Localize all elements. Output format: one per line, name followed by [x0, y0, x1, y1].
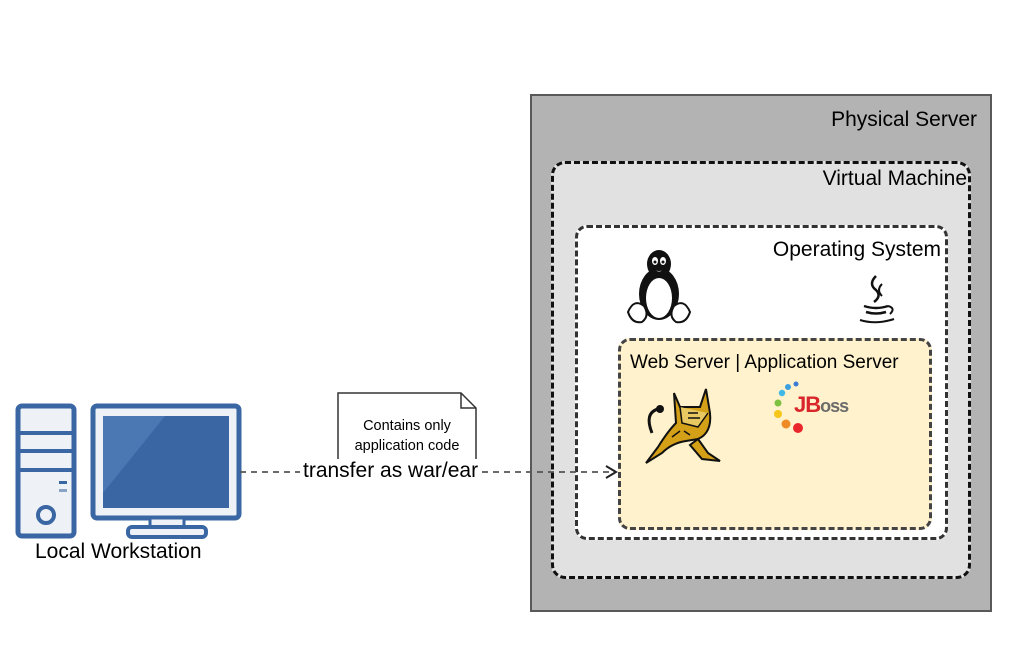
- web-app-server-box: [618, 338, 932, 530]
- desktop-computer-icon: [15, 403, 242, 539]
- physical-server-label: Physical Server: [831, 108, 977, 131]
- jboss-text-oss: oss: [820, 396, 849, 416]
- linux-tux-icon: [626, 250, 692, 324]
- transfer-label: transfer as war/ear: [300, 459, 482, 483]
- local-workstation-label: Local Workstation: [35, 540, 202, 563]
- virtual-machine-label: Virtual Machine: [822, 167, 967, 190]
- java-icon: [859, 275, 895, 324]
- note-document-icon: [337, 392, 477, 460]
- note-line-1: Contains only: [363, 418, 451, 434]
- note-text: Contains only application code: [337, 416, 477, 456]
- web-app-server-label: Web Server | Application Server: [630, 352, 899, 373]
- jboss-text-j: JB: [794, 392, 821, 417]
- jboss-icon: JBoss: [772, 378, 872, 434]
- tomcat-icon: [645, 388, 721, 464]
- note-line-2: application code: [354, 438, 460, 454]
- operating-system-label: Operating System: [772, 238, 941, 261]
